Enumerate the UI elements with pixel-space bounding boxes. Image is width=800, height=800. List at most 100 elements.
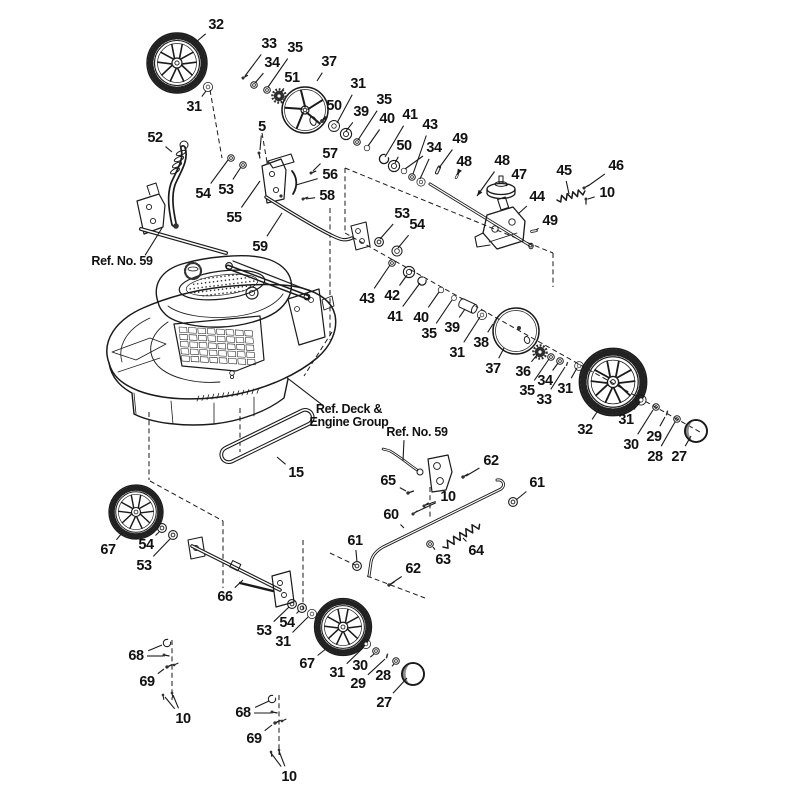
- leader-line: [267, 58, 289, 88]
- gearbox-44: [474, 196, 526, 250]
- part-screw-10b: [410, 508, 420, 517]
- leader-line: [462, 537, 467, 542]
- deck-hatch-strip: [196, 387, 260, 402]
- callout-53: 53: [218, 182, 234, 198]
- ref-59-bracket-left: [136, 182, 228, 255]
- leader-line: [570, 367, 578, 379]
- leader-line: [278, 750, 286, 767]
- leader-arrowhead: [457, 168, 462, 175]
- part-hub-cap-27-bottom: [401, 662, 425, 686]
- callout-59: 59: [252, 239, 268, 255]
- leader-line: [550, 366, 566, 390]
- ref-label: Ref. No. 59: [386, 425, 448, 439]
- callout-28: 28: [375, 668, 391, 684]
- leader-line: [487, 323, 494, 333]
- part-washer-28b: [392, 657, 400, 665]
- assembly-axis-dashed: [344, 167, 554, 254]
- pulley-47: [486, 175, 516, 200]
- callout-39: 39: [444, 320, 460, 336]
- leader-line: [316, 72, 323, 82]
- callout-29: 29: [646, 429, 662, 445]
- callout-55: 55: [226, 210, 242, 226]
- callout-45: 45: [556, 163, 572, 179]
- leader-line: [565, 180, 570, 195]
- callout-43: 43: [359, 291, 375, 307]
- leader-line: [164, 696, 176, 710]
- part-screw-33: [240, 73, 250, 81]
- part-hub-cap-27-right: [684, 419, 708, 443]
- callout-32: 32: [577, 422, 593, 438]
- leader-line: [273, 606, 290, 623]
- leader-line: [515, 491, 527, 501]
- callout-33: 33: [261, 36, 277, 52]
- part-nut-34b: [416, 177, 426, 187]
- callout-44: 44: [529, 189, 545, 205]
- callout-54: 54: [195, 186, 211, 202]
- leader-line: [155, 531, 160, 536]
- leader-line: [535, 227, 539, 231]
- part-screw-62a: [459, 471, 470, 481]
- leader-line: [195, 33, 207, 43]
- leader-line: [345, 121, 354, 132]
- callout-35: 35: [421, 326, 437, 342]
- callout-27: 27: [671, 449, 687, 465]
- part-washer-43: [408, 173, 416, 181]
- leader-line: [259, 135, 262, 151]
- callout-54: 54: [409, 217, 425, 233]
- callout-40: 40: [413, 310, 429, 326]
- part-screw-69b: [272, 718, 283, 726]
- callout-30: 30: [623, 437, 639, 453]
- part-washer-53a: [374, 237, 384, 247]
- axle-shaft-49: [428, 182, 534, 250]
- leader-line: [115, 532, 123, 541]
- leader-line: [152, 538, 171, 557]
- callout-42: 42: [384, 288, 400, 304]
- callout-10: 10: [440, 489, 456, 505]
- assembly-axis-dashed: [344, 232, 701, 433]
- recoil-grille-dots: [189, 273, 255, 297]
- callout-28: 28: [647, 449, 663, 465]
- part-flange-50b: [387, 159, 401, 173]
- callout-67: 67: [299, 656, 315, 672]
- callout-38: 38: [473, 335, 489, 351]
- part-ring-68a: [162, 638, 172, 648]
- callout-52: 52: [147, 130, 163, 146]
- leader-line: [234, 579, 244, 589]
- callout-50: 50: [396, 138, 412, 154]
- leader-line: [684, 435, 692, 447]
- callout-39: 39: [353, 104, 369, 120]
- part-screw-46: [581, 183, 591, 191]
- callout-46: 46: [608, 158, 624, 174]
- leader-line: [587, 173, 606, 187]
- part-nut-40: [363, 144, 371, 152]
- disc-37-right: [492, 307, 540, 355]
- assembly-axis-lines: [148, 89, 701, 755]
- leader-line: [210, 159, 229, 184]
- leader-line: [379, 223, 394, 240]
- leader-line: [391, 576, 403, 584]
- part-washer-61b: [352, 561, 362, 571]
- callout-58: 58: [319, 188, 335, 204]
- leader-line: [266, 212, 283, 237]
- leader-line: [530, 354, 538, 363]
- shift-rod-59: [264, 195, 371, 251]
- front-axle-66: [187, 536, 295, 608]
- speed-control-rod-60: [367, 478, 506, 578]
- part-screw-10d: [160, 692, 166, 701]
- part-pin-29b: [385, 653, 389, 659]
- part-flange-39: [339, 127, 353, 141]
- callout-31: 31: [350, 76, 366, 92]
- part-screw-65: [405, 488, 416, 496]
- assembly-axis-dashed: [209, 89, 223, 159]
- callout-34: 34: [426, 140, 442, 156]
- callout-31: 31: [618, 412, 634, 428]
- leader-line: [505, 183, 509, 187]
- leader-line: [399, 487, 407, 492]
- callout-35: 35: [376, 92, 392, 108]
- callout-31: 31: [557, 381, 573, 397]
- callout-10: 10: [175, 711, 191, 727]
- leader-line: [172, 694, 180, 709]
- leader-line: [637, 409, 654, 435]
- leader-line: [369, 653, 375, 658]
- callout-37: 37: [321, 54, 337, 70]
